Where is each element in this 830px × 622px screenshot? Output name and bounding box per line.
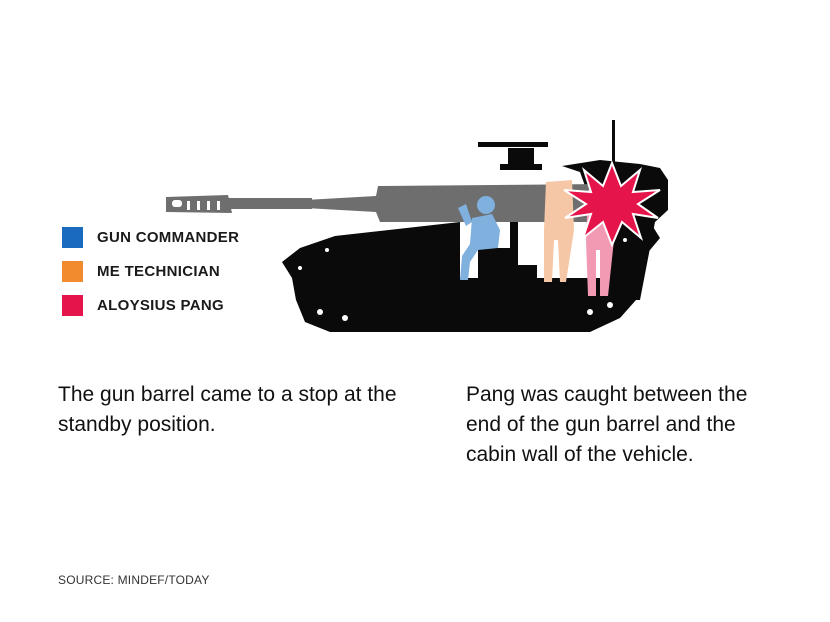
legend: GUN COMMANDER ME TECHNICIAN ALOYSIUS PAN… [62,226,239,328]
me-technician-figure [544,180,574,282]
gun-barrel [166,184,605,222]
antenna [612,120,615,165]
cabin-steps [478,218,537,280]
legend-label: ME TECHNICIAN [97,262,221,280]
caption-pang-caught: Pang was caught between the end of the g… [466,383,748,466]
legend-label: ALOYSIUS PANG [97,296,224,314]
legend-item-gun-commander: GUN COMMANDER [62,226,239,248]
legend-label: GUN COMMANDER [97,228,240,246]
impact-burst-icon [563,160,661,248]
legend-item-me-technician: ME TECHNICIAN [62,260,239,282]
roof-machine-gun [478,142,548,170]
muzzle-brake-slots [172,200,220,210]
vehicle-hull [282,196,660,332]
legend-swatch-gun-commander [62,226,83,248]
gun-commander-figure [458,196,500,280]
source-credit: SOURCE: MINDEF/TODAY [58,573,210,587]
track-wheels [298,238,627,321]
legend-swatch-aloysius-pang [62,294,83,316]
caption-barrel-standby: The gun barrel came to a stop at the sta… [58,383,397,436]
legend-item-aloysius-pang: ALOYSIUS PANG [62,294,239,316]
legend-swatch-me-technician [62,260,83,282]
